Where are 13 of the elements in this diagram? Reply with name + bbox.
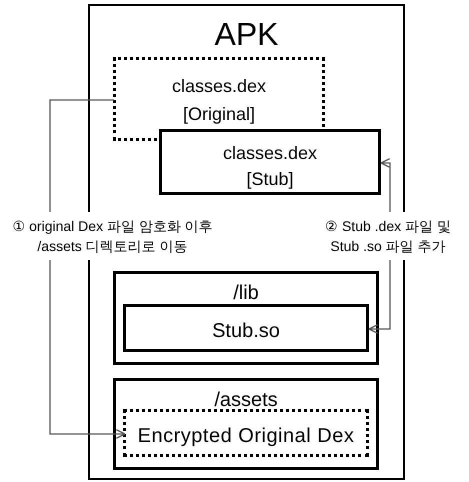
box-label: Encrypted Original Dex <box>138 424 354 449</box>
box-label: classes.dex [Original] <box>170 75 268 126</box>
box-label: /lib <box>233 281 259 306</box>
file-box <box>159 129 381 195</box>
connector-arrow <box>49 99 126 440</box>
folder-box <box>113 271 379 365</box>
box-label: Stub.so <box>212 319 280 344</box>
folder-box <box>113 378 379 470</box>
box-label: APK <box>214 15 279 54</box>
box-label: classes.dex [Stub] <box>222 142 318 191</box>
box-label: /assets <box>214 388 278 413</box>
file-box <box>123 409 369 457</box>
file-box <box>123 304 369 352</box>
